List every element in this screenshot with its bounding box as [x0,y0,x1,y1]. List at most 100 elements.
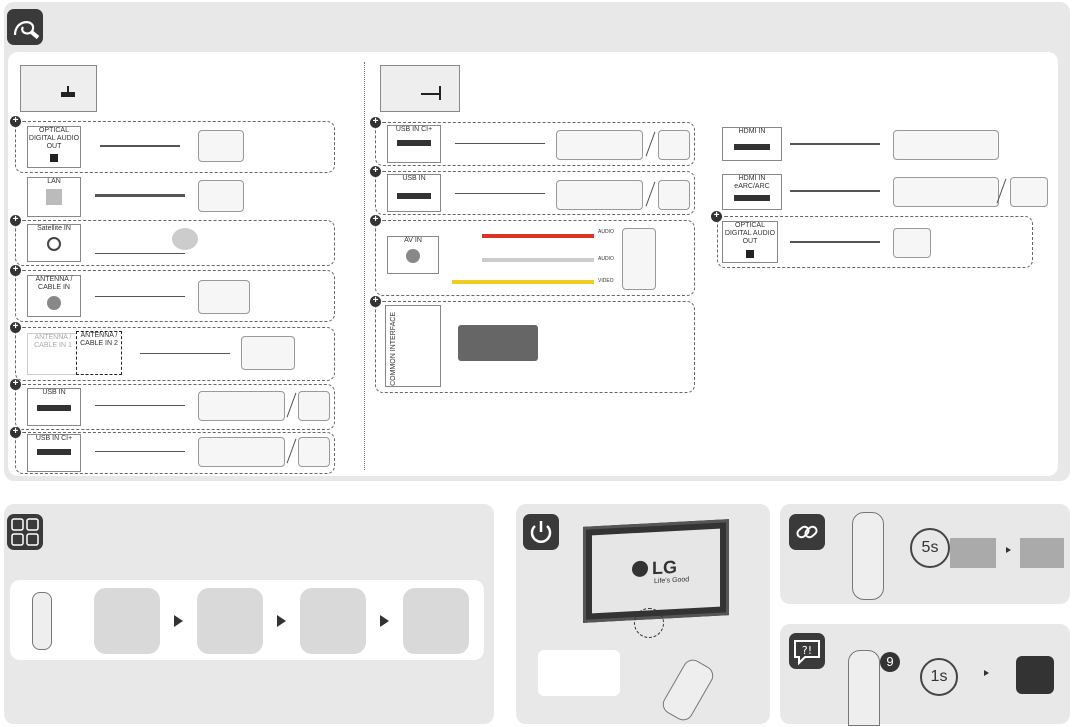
battery-badge [7,514,43,550]
port-usb: USB IN [27,388,81,426]
plus-icon: + [711,211,722,222]
port-av: AV IN [387,236,439,274]
usb-stick-device [658,180,690,210]
screen-before [950,538,996,568]
port-usb-ci-mid: USB IN CI+ [387,125,441,163]
plus-icon: + [370,117,381,128]
plus-icon: + [10,265,21,276]
usb-drive-device [556,130,643,160]
remote-help-illustration [848,650,880,726]
soundbar-device [1010,177,1048,207]
cable [455,143,545,144]
usb-drive-device [198,391,285,421]
port-lan: LAN [27,177,81,217]
cable [790,241,880,243]
battery-step-2 [197,588,263,654]
rca-cable-red [482,234,594,238]
port-usb-ci: USB IN CI+ [27,434,81,472]
av-device [622,228,656,290]
rca-cable-white [482,258,594,262]
row-common-interface [375,301,695,393]
port-label: AV IN [404,237,422,244]
plus-icon: + [370,296,381,307]
satellite-dish-icon [172,228,198,250]
antenna-device [241,336,295,370]
screen-after [1020,538,1064,568]
next-arrow [277,615,286,627]
ci-card [458,325,538,361]
cable-icon [13,21,40,40]
power-badge [523,514,559,550]
support-icon [1016,656,1054,694]
battery-step-3 [300,588,366,654]
port-label: ANTENNA / CABLE IN 2 [80,332,118,347]
row-usb-mid [375,171,695,215]
power-icon [530,521,552,543]
port-hdmi: HDMI IN [722,127,782,161]
port-label: USB IN [402,175,426,182]
hand-illustration [538,650,620,696]
usb-drive-device [198,437,285,467]
tv-illustration: LG Life's Good [583,519,729,623]
rca-label-video: VIDEO [598,278,614,284]
port-satellite: Satellite IN [27,224,81,262]
cable [790,143,880,145]
battery-icon [11,518,39,546]
cable [95,296,185,297]
row-usb [15,384,335,430]
next-arrow [174,615,183,627]
cable [790,190,880,192]
lg-logo-icon [632,560,648,578]
cable [95,194,185,197]
pair-timer: 5s [910,528,950,568]
usb-stick-device [298,437,330,467]
cable [100,145,180,147]
pair-timer-value: 5s [921,539,939,556]
hdmi-devices [893,130,999,160]
plus-icon: + [10,322,21,333]
usb-stick-device [658,130,690,160]
tv-slogan: Life's Good [654,576,690,586]
port-label: USB IN CI+ [35,435,73,442]
plus-icon: + [10,427,21,438]
battery-step-4 [403,588,469,654]
port-label: COMMON INTERFACE [390,312,397,386]
port-antenna: ANTENNA / CABLE IN [27,275,81,317]
link-icon [796,525,818,539]
port-label: OPTICAL DIGITAL AUDIO OUT [28,127,80,150]
divider [364,62,365,470]
soundbar-device [198,130,244,162]
cable-badge [7,9,43,45]
row-usb-ci-mid [375,122,695,166]
usb-drive-device [556,180,643,210]
svg-text:?!: ?! [802,644,812,657]
cable [95,451,185,452]
plus-icon: + [370,166,381,177]
cable [95,253,185,254]
port-optical-right: OPTICAL DIGITAL AUDIO OUT [722,221,778,263]
port-label: USB IN [42,389,66,396]
plus-icon: + [370,215,381,226]
plus-icon: + [10,379,21,390]
rca-label-audio-r: AUDIO [598,229,614,235]
port-label: LAN [47,178,61,185]
help-timer: 1s [920,658,958,696]
row-av [375,220,695,296]
help-button-number: 9 [880,652,900,672]
row-usb-ci [15,432,335,474]
port-antenna-1: ANTENNA / CABLE IN 1 [27,333,79,375]
battery-step-1 [94,588,160,654]
hdmi-devices [893,177,999,207]
next-arrow [984,670,989,676]
tv-rear-icon-middle [380,65,460,112]
soundbar-device [893,228,931,258]
tv-brand: LG [652,556,677,579]
row-optical [15,121,335,173]
port-label: ANTENNA / CABLE IN [35,276,73,291]
port-label: USB IN CI+ [395,126,433,133]
row-optical-right [717,216,1033,268]
cable [140,353,230,354]
next-arrow [380,615,389,627]
help-icon: ?! [794,640,820,666]
remote-pair-illustration [852,512,884,600]
